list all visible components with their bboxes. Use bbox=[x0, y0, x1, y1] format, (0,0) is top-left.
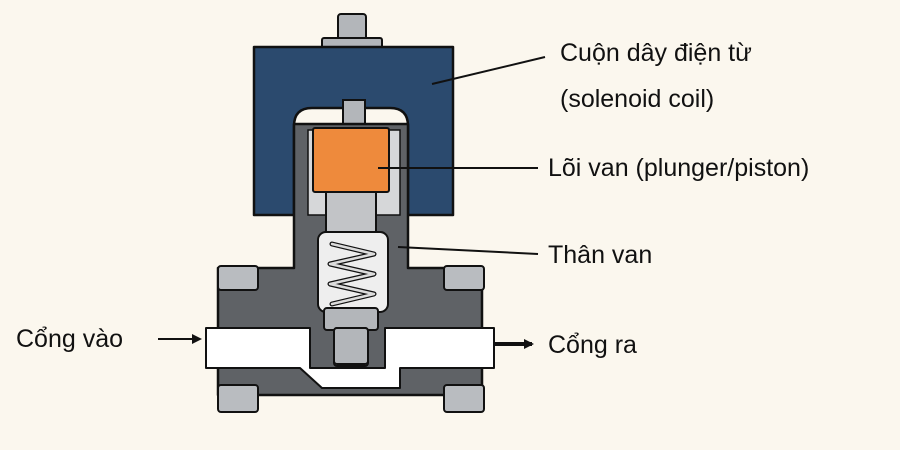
coil-label-line1: Cuộn dây điện từ bbox=[560, 39, 752, 67]
outlet-flange-bottom bbox=[443, 384, 485, 413]
inlet-flange-bottom bbox=[217, 384, 259, 413]
plunger-label: Lõi van (plunger/piston) bbox=[548, 154, 810, 182]
outlet-label: Cổng ra bbox=[548, 331, 637, 359]
body-leader bbox=[397, 246, 539, 255]
inlet-label: Cổng vào bbox=[16, 325, 124, 353]
plunger bbox=[312, 127, 390, 193]
valve-disc bbox=[323, 307, 379, 331]
body-label: Thân van bbox=[548, 241, 653, 269]
flow-passage bbox=[205, 327, 495, 389]
coil-leader bbox=[431, 56, 546, 85]
coil-label-line2: (solenoid coil) bbox=[560, 85, 715, 113]
valve-stem-front bbox=[333, 327, 369, 365]
plunger-stem bbox=[325, 191, 377, 235]
outlet-flange-top bbox=[443, 265, 485, 291]
spring-highlight bbox=[328, 242, 376, 306]
top-nut bbox=[337, 13, 367, 41]
inlet-flange-top bbox=[217, 265, 259, 291]
